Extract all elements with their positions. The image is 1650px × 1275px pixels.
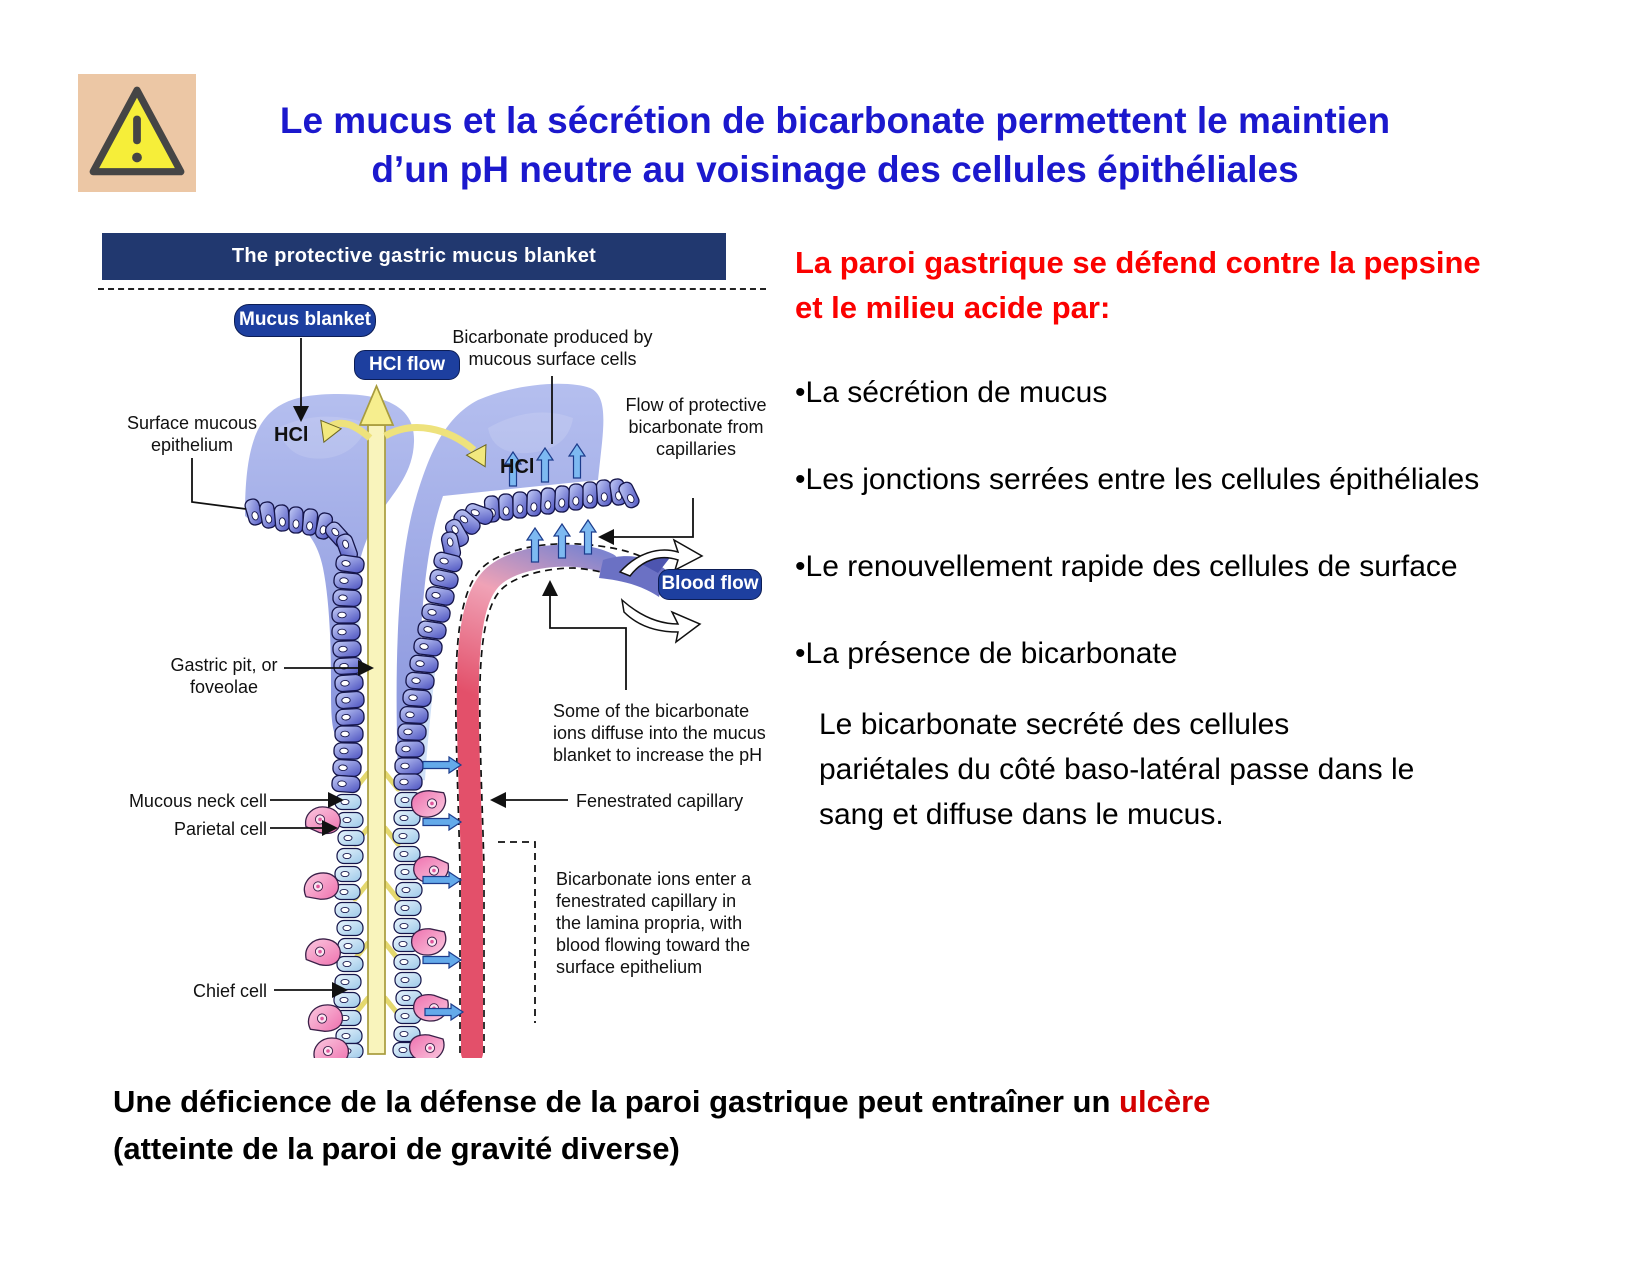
bicarbonate-note: Le bicarbonate secrété des cellules pari… bbox=[819, 708, 1415, 831]
label-chief-cell: Chief cell bbox=[192, 981, 267, 1001]
footer-text: Une déficience de la défense de la paroi… bbox=[113, 1078, 1533, 1172]
label-surface-mucous-epithelium: Surface mucous epithelium bbox=[126, 413, 258, 455]
label-parietal-cell: Parietal cell bbox=[173, 819, 267, 839]
label-mucous-neck-cell: Mucous neck cell bbox=[128, 791, 267, 811]
panel-heading: La paroi gastrique se défend contre la p… bbox=[795, 245, 1481, 325]
label-fenestrated-capillary: Fenestrated capillary bbox=[576, 791, 744, 811]
label-gastric-pit: Gastric pit, or foveolae bbox=[170, 655, 278, 697]
figure-banner: The protective gastric mucus blanket bbox=[102, 233, 726, 280]
footer-line-2: (atteinte de la paroi de gravité diverse… bbox=[113, 1131, 680, 1166]
blood-flow-badge: Blood flow bbox=[658, 569, 762, 600]
label-hcl-left: HCl bbox=[274, 424, 309, 446]
footer-line-1: Une déficience de la défense de la paroi… bbox=[113, 1078, 1533, 1125]
figure-artwork bbox=[191, 338, 704, 1058]
bullet-tight-junctions: Les jonctions serrées entre les cellules… bbox=[795, 457, 1495, 502]
label-some-bicarbonate: Some of the bicarbonate ions diffuse int… bbox=[553, 701, 766, 765]
label-bicarbonate-ions-enter: Bicarbonate ions enter a fenestrated cap… bbox=[556, 869, 752, 977]
bullet-bicarbonate: La présence de bicarbonate bbox=[795, 631, 1495, 676]
blood-flow-arrows bbox=[599, 538, 704, 644]
footer-ulcere-highlight: ulcère bbox=[1119, 1084, 1211, 1119]
warning-triangle-icon bbox=[89, 86, 185, 176]
page-title: Le mucus et la sécrétion de bicarbonate … bbox=[190, 96, 1480, 194]
warning-icon bbox=[78, 74, 196, 192]
label-flow-protective-bicarbonate: Flow of protective bicarbonate from capi… bbox=[625, 395, 767, 459]
gastric-mucus-figure: The protective gastric mucus blanket Muc… bbox=[98, 228, 773, 1058]
defense-text-panel: La paroi gastrique se défend contre la p… bbox=[795, 240, 1495, 837]
title-line-1: Le mucus et la sécrétion de bicarbonate … bbox=[279, 100, 1391, 141]
connector-lines bbox=[191, 338, 694, 1023]
left-epithelium-cells bbox=[243, 496, 366, 1058]
bullet-cell-renewal: Le renouvellement rapide des cellules de… bbox=[795, 544, 1495, 589]
mucus-blanket-badge: Mucus blanket bbox=[234, 304, 376, 337]
mucus-surface-dashed-line bbox=[98, 288, 766, 290]
footer-line-1-text: Une déficience de la défense de la paroi… bbox=[113, 1084, 1120, 1119]
label-hcl-right: HCl bbox=[500, 456, 535, 478]
label-bicarbonate-produced: Bicarbonate produced by mucous surface c… bbox=[452, 327, 653, 369]
title-line-2: d’un pH neutre au voisinage des cellules… bbox=[371, 149, 1299, 190]
hcl-flow-badge: HCl flow bbox=[354, 350, 460, 380]
bullet-mucus-secretion: La sécrétion de mucus bbox=[795, 370, 1495, 415]
